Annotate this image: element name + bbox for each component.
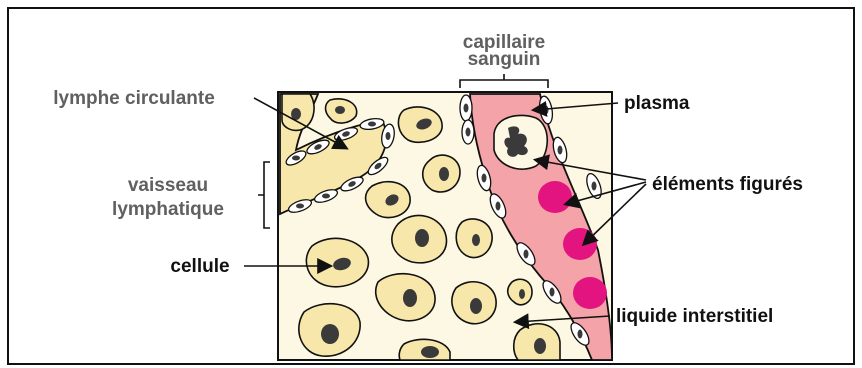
label-capillary-line2: sanguin (468, 49, 541, 70)
label-cell: cellule (170, 256, 229, 277)
label-vessel-line2: lymphatique (112, 199, 224, 220)
label-plasma: plasma (624, 93, 690, 114)
label-formed-elements: éléments figurés (652, 174, 803, 195)
red-blood-cell (563, 228, 597, 260)
label-vessel-line1: vaisseau (128, 175, 208, 196)
red-blood-cell (573, 277, 607, 309)
label-lymph: lymphe circulante (53, 88, 215, 109)
label-interstitial: liquide interstitiel (616, 306, 773, 327)
red-blood-cell (538, 181, 572, 213)
